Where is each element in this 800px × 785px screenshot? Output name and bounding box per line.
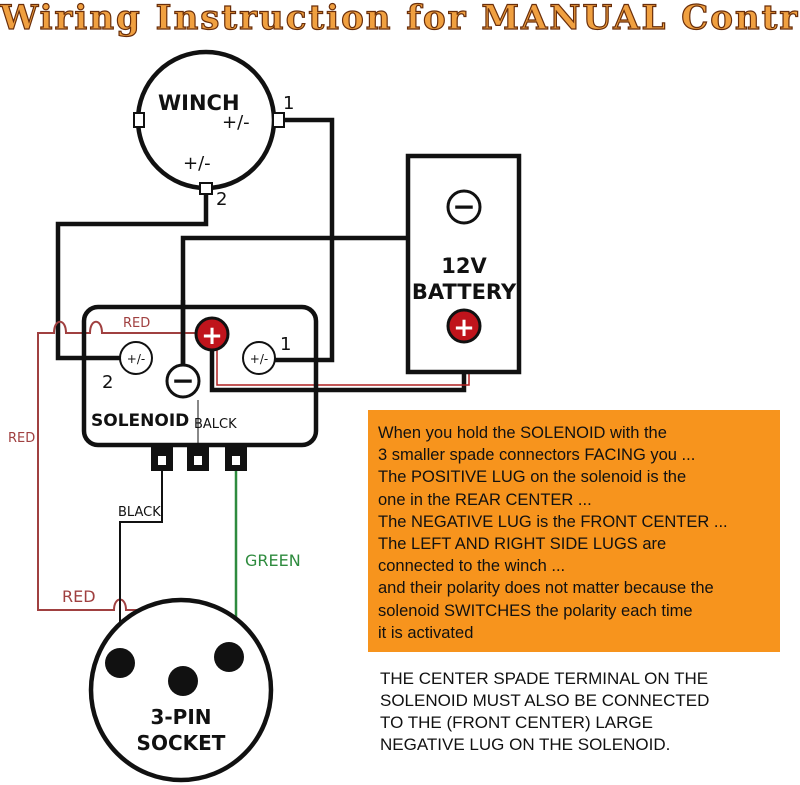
socket-pin-center <box>168 666 198 696</box>
socket-label-pins: 3-PIN <box>150 705 211 729</box>
note-line: The NEGATIVE LUG is the FRONT CENTER ... <box>378 512 728 531</box>
note-line: The POSITIVE LUG on the solenoid is the <box>378 468 687 487</box>
solenoid-right-terminal <box>242 341 276 375</box>
solenoid-negative-symbol: − <box>171 364 194 397</box>
winch-terminal-2-number: 2 <box>216 189 227 210</box>
winch-terminal-2-polarity: +/- <box>183 153 211 174</box>
solenoid-label: SOLENOID <box>91 411 189 431</box>
wire-label-green: GREEN <box>245 551 301 570</box>
note-line: connected to the winch ... <box>378 557 566 576</box>
battery-label-voltage: 12V <box>441 254 487 278</box>
wire-red-control <box>37 320 197 672</box>
battery-label: BATTERY <box>412 280 517 304</box>
footer-line: SOLENOID MUST ALSO BE CONNECTED <box>380 691 710 710</box>
wire-label-red-left: RED <box>8 431 35 446</box>
battery-positive-terminal <box>446 308 482 344</box>
solenoid-negative-lug <box>165 363 201 399</box>
spade-slot-center <box>194 456 202 465</box>
note-line: When you hold the SOLENOID with the <box>378 424 667 442</box>
solenoid-right-terminal-number: 1 <box>280 334 291 355</box>
note-line: one in the REAR CENTER ... <box>378 490 592 509</box>
solenoid <box>81 304 319 448</box>
note-line: The LEFT AND RIGHT SIDE LUGS are <box>378 535 667 554</box>
wire-label-red-bottom: RED <box>62 587 96 606</box>
footer-note: THE CENTER SPADE TERMINAL ON THE SOLENOI… <box>380 668 790 756</box>
solenoid-left-terminal <box>119 341 153 375</box>
solenoid-right-terminal-polarity: +/- <box>250 352 268 366</box>
socket-pin-left <box>105 648 135 678</box>
solenoid-left-terminal-polarity: +/- <box>127 352 145 366</box>
battery-negative-symbol: − <box>452 190 475 223</box>
socket-label: SOCKET <box>137 731 226 755</box>
winch-left-stub <box>133 112 145 128</box>
page-title: Wiring Instruction for MANUAL Control <box>0 0 800 39</box>
note-line: it is activated <box>378 623 474 642</box>
battery-positive-symbol: + <box>453 313 475 343</box>
note-line: solenoid SWITCHES the polarity each time <box>378 601 693 620</box>
winch-terminal-2 <box>199 182 213 195</box>
wire-label-black-solenoid: BALCK <box>194 417 237 432</box>
wire-label-red-top: RED <box>123 316 150 331</box>
footer-line: TO THE (FRONT CENTER) LARGE <box>380 713 653 732</box>
winch-label: WINCH <box>158 91 240 115</box>
solenoid-positive-symbol: + <box>201 321 223 351</box>
footer-line: THE CENTER SPADE TERMINAL ON THE <box>380 669 709 688</box>
instruction-note: When you hold the SOLENOID with the 3 sm… <box>368 410 780 652</box>
solenoid-left-terminal-number: 2 <box>102 372 113 393</box>
battery-negative-terminal <box>446 189 482 225</box>
wire-label-black-socket: BLACK <box>118 505 161 520</box>
winch-terminal-1-number: 1 <box>283 93 294 114</box>
spade-slot-left <box>158 456 166 465</box>
winch-terminal-1 <box>272 112 285 128</box>
solenoid-positive-lug <box>194 316 230 352</box>
wire-winch2-to-solenoid-left <box>55 194 209 361</box>
spade-slot-right <box>232 456 240 465</box>
note-line: and their polarity does not matter becau… <box>378 579 714 598</box>
winch-terminal-1-polarity: +/- <box>222 112 250 133</box>
wire-black-spade <box>119 470 163 652</box>
socket-pin-right <box>214 642 244 672</box>
note-line: 3 smaller spade connectors FACING you ..… <box>378 446 696 465</box>
footer-line: NEGATIVE LUG ON THE SOLENOID. <box>380 735 671 754</box>
